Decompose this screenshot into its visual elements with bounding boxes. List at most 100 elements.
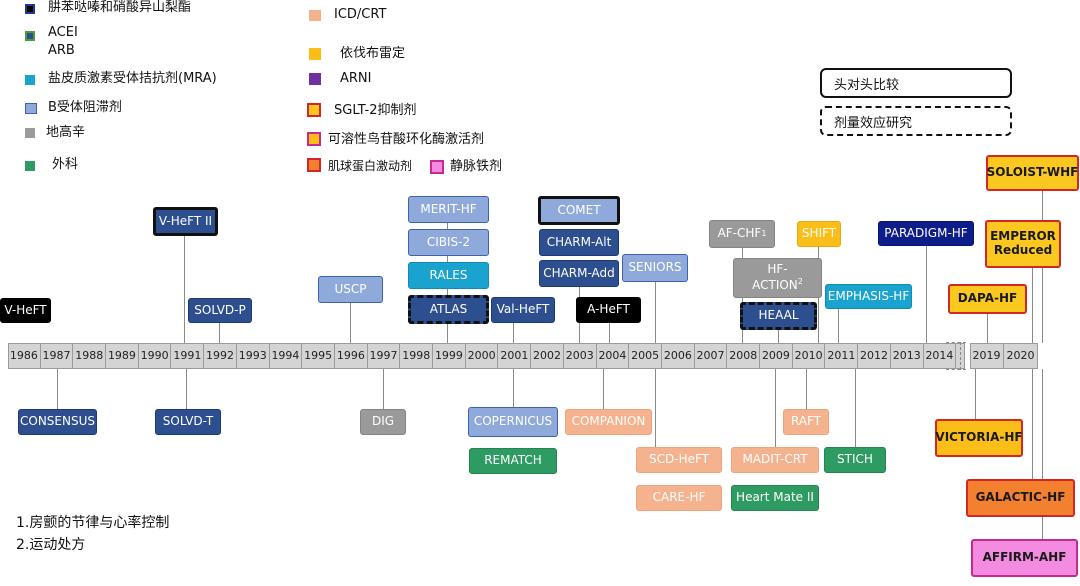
trial-emphasis: EMPHASIS-HF <box>825 284 912 309</box>
connector-paradigm <box>926 246 927 343</box>
year-label: 1996 <box>335 343 368 369</box>
footnote-2: 2.运动处方 <box>16 537 86 553</box>
connector-galactic <box>1032 369 1033 479</box>
connector-consensus <box>57 369 58 409</box>
legend-head-to-head-box: 头对头比较 <box>820 68 1012 98</box>
year-label: 2006 <box>662 343 695 369</box>
legend-swatch-sgc <box>307 132 321 146</box>
trial-charmalt: CHARM-Alt <box>539 229 619 256</box>
year-label: 2000 <box>466 343 499 369</box>
timeline-break <box>960 342 961 370</box>
trial-hfaction-label-1: HF- <box>767 262 788 277</box>
year-label: 1990 <box>139 343 172 369</box>
connector-dapa <box>987 314 988 343</box>
trial-seniors: SENIORS <box>622 254 688 282</box>
trial-uscp: USCP <box>318 276 383 303</box>
year-label: 1995 <box>302 343 335 369</box>
trial-stich: STICH <box>824 447 886 473</box>
trial-comet: COMET <box>538 196 620 225</box>
year-label: 2003 <box>564 343 597 369</box>
legend-swatch-sglt2 <box>307 103 321 117</box>
legend-label-myosin: 肌球蛋白激动剂 <box>328 159 413 173</box>
legend-label-hydralazine: 肼苯哒嗪和硝酸异山梨酯 <box>48 0 192 15</box>
year-label: 2005 <box>629 343 662 369</box>
trial-dig: DIG <box>360 409 406 435</box>
trial-paradigm: PARADIGM-HF <box>878 221 974 246</box>
trial-solvdp: SOLVD-P <box>188 298 252 323</box>
connector-scdheft <box>655 369 656 447</box>
trial-consensus: CONSENSUS <box>18 409 97 435</box>
legend-swatch-icd <box>309 10 321 21</box>
legend-label-sgc: 可溶性鸟苷酸环化酶激活剂 <box>328 132 485 147</box>
trial-emperor: EMPEROR Reduced <box>985 220 1061 268</box>
connector-madit <box>775 369 776 447</box>
legend-swatch-iron <box>430 160 444 174</box>
legend-dose-effect-label: 剂量效应研究 <box>834 115 913 131</box>
trial-merit: MERIT-HF <box>408 196 489 223</box>
year-label: 2011 <box>826 343 859 369</box>
footnote-1: 1.房颤的节律与心率控制 <box>16 515 170 531</box>
year-label: 1997 <box>368 343 401 369</box>
legend-label-arb: ARB <box>48 43 75 58</box>
trial-emperor-label-2: Reduced <box>993 243 1053 257</box>
year-label: 1994 <box>270 343 303 369</box>
trial-shift: SHIFT <box>797 221 841 247</box>
connector-seniors <box>655 282 656 343</box>
trial-heaal: HEAAL <box>740 302 817 330</box>
year-label: 1989 <box>106 343 139 369</box>
trial-dapa: DAPA-HF <box>948 284 1027 314</box>
connector-aheft <box>609 323 610 343</box>
legend-label-iron: 静脉铁剂 <box>450 159 503 174</box>
connector-uscp <box>350 303 351 343</box>
legend-swatch-digoxin <box>25 128 35 138</box>
trial-charmadd: CHARM-Add <box>539 260 619 287</box>
trial-galactic: GALACTIC-HF <box>966 479 1075 517</box>
trial-madit: MADIT-CRT <box>731 447 819 473</box>
trial-hfaction: HF- ACTION2 <box>733 258 822 298</box>
year-label: 1992 <box>204 343 237 369</box>
connector-heaal <box>778 330 779 343</box>
timeline-axis-recent <box>970 343 1038 369</box>
legend-label-mra: 盐皮质激素受体拮抗剂(MRA) <box>48 71 217 86</box>
year-label: 2012 <box>858 343 891 369</box>
timeline-break-line <box>946 342 966 343</box>
trial-rematch: REMATCH <box>469 448 557 474</box>
year-label: 1993 <box>237 343 270 369</box>
legend-swatch-beta-blocker <box>25 103 37 114</box>
trial-solvdt: SOLVD-T <box>155 409 221 435</box>
year-label: 2002 <box>531 343 564 369</box>
year-label: 1988 <box>73 343 107 369</box>
year-label: 2007 <box>695 343 728 369</box>
year-label: 2013 <box>891 343 924 369</box>
trial-scdheft: SCD-HeFT <box>636 447 722 473</box>
connector-emperor <box>1032 267 1033 343</box>
legend-head-to-head-label: 头对头比较 <box>834 77 900 93</box>
trial-afchf-label: AF-CHF <box>717 226 762 241</box>
year-label: 1986 <box>8 343 41 369</box>
year-label: 2010 <box>793 343 826 369</box>
legend-swatch-mra <box>25 75 35 85</box>
year-label: 1991 <box>172 343 205 369</box>
connector-raft <box>806 369 807 409</box>
legend-label-icd: ICD/CRT <box>334 7 387 22</box>
trial-heartmate: Heart Mate II <box>731 485 819 511</box>
legend-label-sglt2: SGLT-2抑制剂 <box>334 103 417 118</box>
trial-atlas: ATLAS <box>408 295 489 324</box>
trial-carehf: CARE-HF <box>636 485 722 511</box>
legend-swatch-acei-arb <box>25 31 35 41</box>
trial-cibis: CIBIS-2 <box>408 229 489 256</box>
legend-label-acei: ACEI <box>48 25 78 40</box>
timeline-break-line-bottom <box>946 369 966 370</box>
legend-label-arni: ARNI <box>340 71 372 86</box>
trial-hfaction-label-2: ACTION2 <box>752 277 803 293</box>
legend-swatch-myosin <box>307 158 321 172</box>
trial-vheft: V-HeFT <box>0 298 51 323</box>
legend-swatch-ivabradine <box>309 48 321 60</box>
year-label: 2019 <box>970 343 1004 369</box>
year-label: 1987 <box>41 343 74 369</box>
legend-label-surgery: 外科 <box>52 157 79 172</box>
connector-vheft2 <box>184 235 185 343</box>
year-label: 1998 <box>400 343 434 369</box>
year-label: 2004 <box>597 343 630 369</box>
trial-companion: COMPANION <box>565 409 652 435</box>
